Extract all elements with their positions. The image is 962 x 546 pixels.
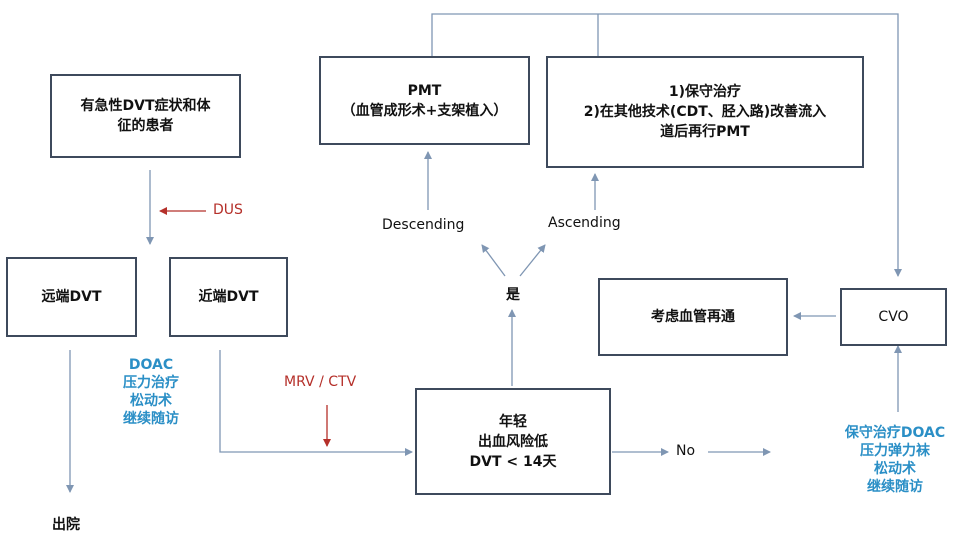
cvo-treatment-item: 保守治疗DOAC [844, 425, 946, 441]
patient-line-1: 有急性DVT症状和体 [80, 98, 211, 114]
ascending-label: Ascending [548, 215, 621, 231]
dus-label: DUS [213, 202, 243, 218]
conservative-line-2: 2)在其他技术(CDT、胫入路)改善流入 [583, 104, 827, 120]
patient-line-2: 征的患者 [117, 118, 174, 134]
mrv-ctv-label: MRV / CTV [284, 374, 357, 390]
distal-treatment-item: 继续随访 [123, 411, 179, 427]
cvo-label: CVO [878, 309, 909, 325]
conservative-box: 1)保守治疗 2)在其他技术(CDT、胫入路)改善流入 道后再行PMT [546, 56, 864, 168]
distal-treatment-item: 压力治疗 [123, 375, 179, 391]
criteria-line-1: 年轻 [499, 413, 527, 430]
cvo-box: CVO [840, 288, 947, 346]
proximal-dvt-box: 近端DVT [169, 257, 288, 337]
cvo-treatment-list: 保守治疗DOAC 压力弹力袜 松动术 继续随访 [832, 424, 958, 496]
no-label: No [676, 443, 696, 459]
pmt-line-1: PMT [407, 82, 442, 99]
pmt-line-2: （血管成形术+支架植入） [341, 102, 508, 119]
proximal-dvt-label: 近端DVT [198, 289, 259, 305]
criteria-line-2: 出血风险低 [478, 433, 548, 450]
criteria-box: 年轻 出血风险低 DVT < 14天 [415, 388, 611, 495]
arrow-yes-to-descending [481, 244, 506, 277]
recanalization-label: 考虑血管再通 [651, 309, 735, 325]
criteria-line-3: DVT < 14天 [469, 453, 557, 470]
cvo-treatment-item: 压力弹力袜 [860, 443, 930, 459]
distal-treatment-list: DOAC 压力治疗 松动术 继续随访 [106, 356, 196, 428]
recanalization-box: 考虑血管再通 [598, 278, 788, 356]
connector-top-loop [431, 13, 902, 277]
cvo-treatment-item: 继续随访 [867, 479, 923, 495]
distal-treatment-item: 松动术 [130, 393, 172, 409]
distal-dvt-label: 远端DVT [41, 289, 102, 305]
discharge-label: 出院 [52, 517, 80, 533]
arrow-yes-to-ascending [519, 244, 546, 277]
arrow-proximal-to-criteria [219, 350, 413, 456]
distal-treatment-item: DOAC [128, 357, 174, 373]
descending-label: Descending [382, 217, 465, 233]
yes-label: 是 [506, 287, 520, 303]
distal-dvt-box: 远端DVT [6, 257, 137, 337]
conservative-line-1: 1)保守治疗 [668, 84, 742, 100]
conservative-line-3: 道后再行PMT [660, 124, 750, 140]
pmt-box: PMT （血管成形术+支架植入） [319, 56, 530, 145]
cvo-treatment-item: 松动术 [874, 461, 916, 477]
patient-box: 有急性DVT症状和体 征的患者 [50, 74, 241, 158]
